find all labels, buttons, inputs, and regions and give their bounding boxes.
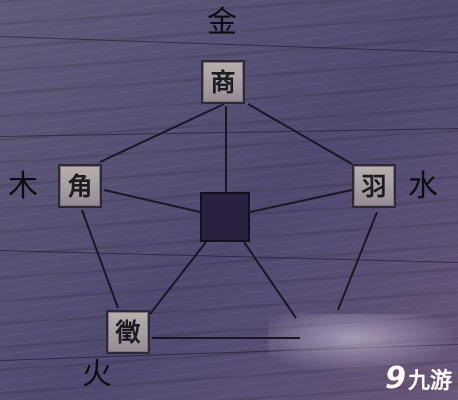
spoke-bottom-left [149, 241, 207, 315]
line-left-bottom [81, 209, 119, 309]
spoke-left [103, 189, 201, 213]
element-metal: 金 [207, 5, 237, 40]
tile-zhi-label: 徵 [115, 317, 141, 347]
watermark: 9 九游 [385, 361, 452, 396]
line-right-bottom [337, 211, 378, 311]
watermark-text: 九游 [407, 368, 452, 394]
tile-shang-label: 商 [210, 67, 236, 97]
element-water: 水 [408, 169, 438, 204]
light-glare [268, 314, 458, 374]
element-fire: 火 [82, 357, 112, 392]
tile-jue[interactable]: 角 [58, 164, 102, 208]
tile-zhi[interactable]: 徵 [106, 310, 150, 354]
line-top-left [99, 103, 225, 163]
nine-game-logo-icon: 9 [385, 361, 406, 396]
tile-shang[interactable]: 商 [201, 60, 245, 104]
spoke-bottom-right [243, 241, 297, 319]
line-top-right [247, 103, 353, 165]
tile-yu[interactable]: 羽 [352, 164, 396, 208]
element-wood: 木 [8, 169, 38, 204]
spoke-right [249, 189, 353, 213]
tile-jue-label: 角 [67, 171, 93, 201]
center-slot[interactable] [200, 192, 250, 242]
tile-yu-label: 羽 [361, 171, 387, 201]
